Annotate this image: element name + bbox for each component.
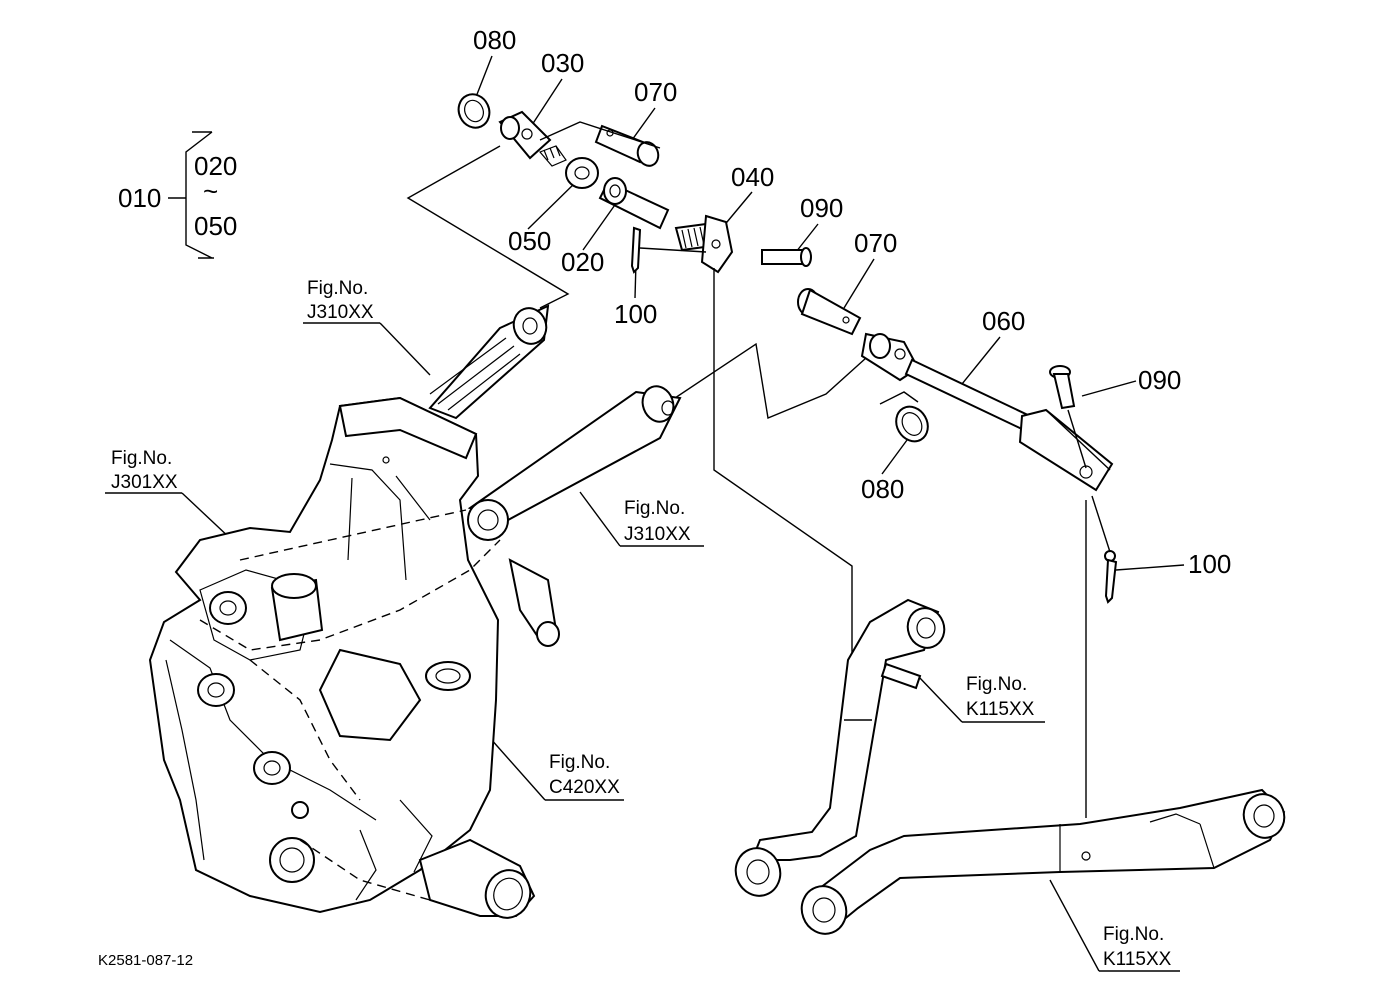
part-label-050: 050 xyxy=(508,226,551,256)
part-labels: 080 030 070 040 090 050 020 100 070 060 … xyxy=(473,25,1231,579)
fig-ref-title: Fig.No. xyxy=(111,448,172,469)
part-label-080-mid: 080 xyxy=(861,474,904,504)
pin-090-right xyxy=(1049,365,1087,469)
washer-050 xyxy=(565,157,599,189)
lower-link-left xyxy=(734,598,946,897)
cotter-pin-100-right xyxy=(1091,495,1118,604)
fig-ref-code: J301XX xyxy=(111,472,178,493)
fig-ref-title: Fig.No. xyxy=(624,498,685,519)
assembly-label: 010 xyxy=(118,183,161,213)
rod-060 xyxy=(860,332,1114,492)
assembly-range-end: 050 xyxy=(194,211,237,241)
fig-ref-code: J310XX xyxy=(307,302,374,323)
part-label-070-mid: 070 xyxy=(854,228,897,258)
part-label-100-right: 100 xyxy=(1188,549,1231,579)
drawing-code: K2581-087-12 xyxy=(98,952,193,969)
lift-arm-upper xyxy=(428,304,550,420)
fig-ref-code: C420XX xyxy=(549,777,620,798)
fig-ref-code: J310XX xyxy=(624,524,691,545)
pin-070-top xyxy=(594,124,660,167)
part-label-090-right: 090 xyxy=(1138,365,1181,395)
lift-arm-lower xyxy=(467,385,682,647)
fig-ref-j301: Fig.No. J301XX xyxy=(105,448,233,541)
assembly-bracket: 010 020 ~ 050 xyxy=(118,131,237,259)
fig-ref-title: Fig.No. xyxy=(307,278,368,299)
assembly-range-tilde: ~ xyxy=(203,176,218,206)
sleeve-020 xyxy=(598,177,670,230)
part-label-030: 030 xyxy=(541,48,584,78)
assembly-connection-lines xyxy=(406,121,853,722)
fig-ref-title: Fig.No. xyxy=(549,752,610,773)
part-label-020: 020 xyxy=(561,247,604,277)
yoke-030 xyxy=(498,110,567,167)
fig-ref-title: Fig.No. xyxy=(1103,924,1164,945)
label-leader-lines xyxy=(473,55,1185,571)
part-label-090-top: 090 xyxy=(800,193,843,223)
assembly-range-start: 020 xyxy=(194,151,237,181)
clevis-040 xyxy=(674,214,734,274)
part-label-060: 060 xyxy=(982,306,1025,336)
part-label-080-top: 080 xyxy=(473,25,516,55)
fig-ref-k115-bottom: Fig.No. K115XX xyxy=(1049,879,1180,972)
fig-ref-title: Fig.No. xyxy=(966,674,1027,695)
pin-070-mid xyxy=(797,288,862,336)
lower-link-right xyxy=(800,788,1286,935)
fig-ref-code: K115XX xyxy=(966,699,1035,720)
hidden-linkage-dashed xyxy=(199,509,501,901)
fig-ref-j310-top: Fig.No. J310XX xyxy=(303,278,431,376)
ring-080-top xyxy=(457,93,491,129)
fig-ref-c420: Fig.No. C420XX xyxy=(489,737,624,801)
part-label-040: 040 xyxy=(731,162,774,192)
rod-arm-connection xyxy=(665,342,1087,818)
transmission-housing xyxy=(148,396,536,919)
fig-ref-k115-mid: Fig.No. K115XX xyxy=(917,674,1045,723)
part-label-070-top: 070 xyxy=(634,77,677,107)
cotter-pin-100-top xyxy=(630,226,707,274)
ring-080-mid xyxy=(879,391,929,443)
fig-ref-code: K115XX xyxy=(1103,949,1172,970)
part-label-100-top: 100 xyxy=(614,299,657,329)
pin-090-top xyxy=(761,247,812,267)
fig-ref-j310-mid: Fig.No. J310XX xyxy=(579,491,704,547)
